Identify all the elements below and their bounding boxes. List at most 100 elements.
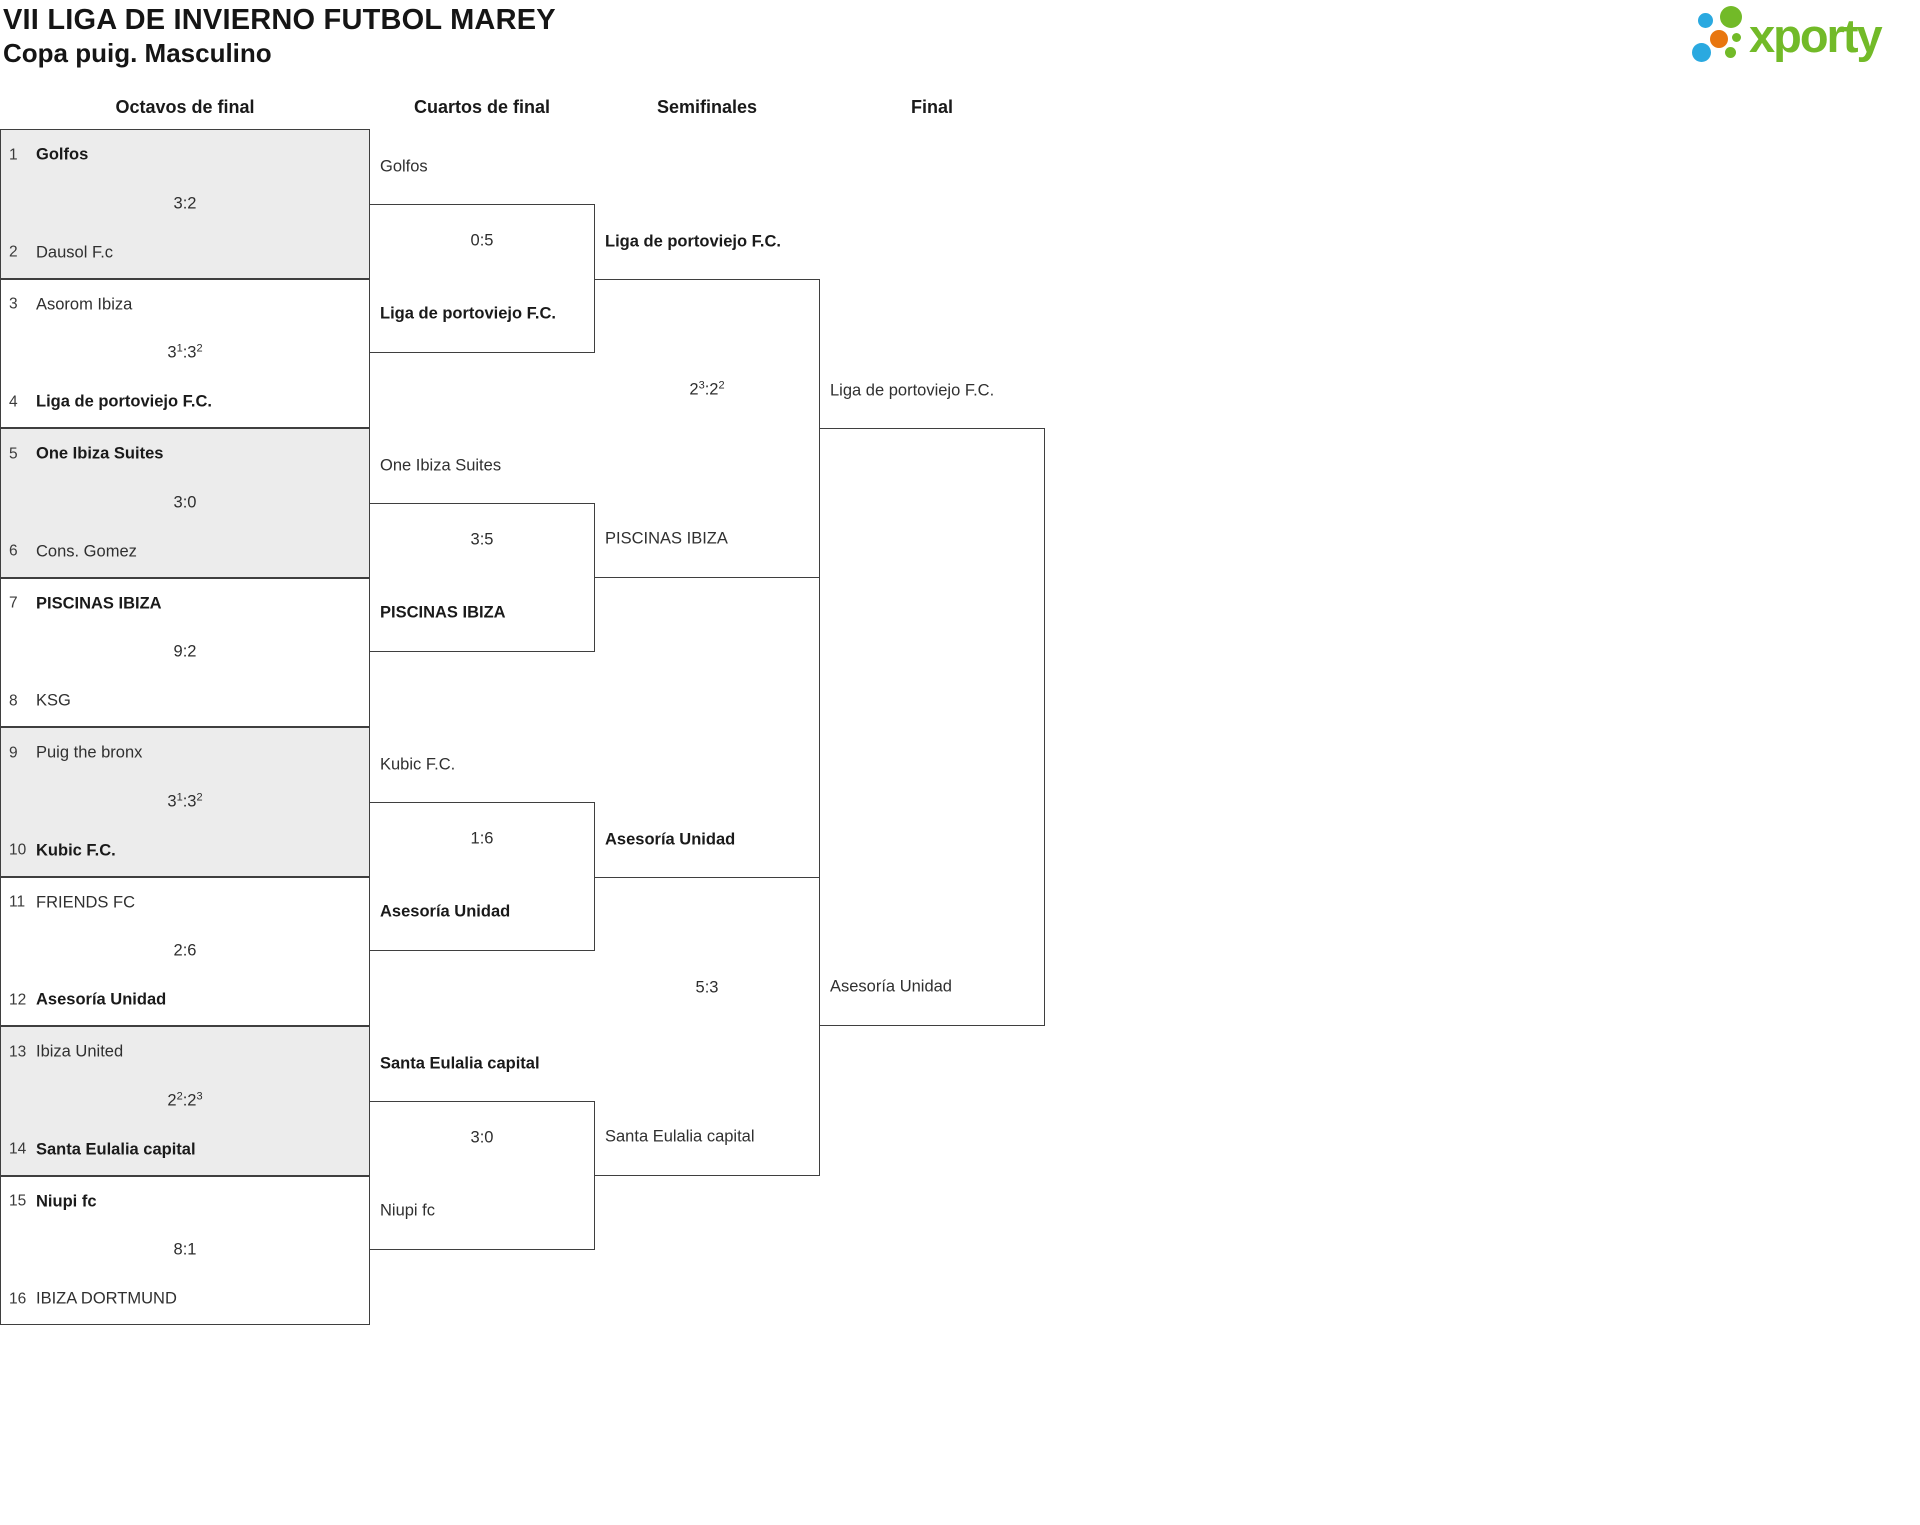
match-score: 2:6	[173, 941, 197, 960]
team-name[interactable]: Niupi fc	[380, 1201, 436, 1220]
logo-wordmark: xporty	[1749, 9, 1883, 62]
team-name[interactable]: Liga de portoviejo F.C.	[36, 392, 213, 411]
match-qf-3: Kubic F.C. 1:6 Asesoría Unidad	[370, 755, 595, 952]
team-seed: 8	[9, 692, 18, 709]
team-row: 6 Cons. Gomez	[1, 542, 137, 561]
team-name[interactable]: PISCINAS IBIZA	[380, 603, 506, 622]
team-name[interactable]: Asesoría Unidad	[36, 990, 167, 1009]
team-seed: 16	[9, 1290, 27, 1307]
team-name[interactable]: Santa Eulalia capital	[36, 1140, 196, 1158]
match-sf-1: Liga de portoviejo F.C. 23:22 PISCINAS I…	[595, 232, 820, 578]
page-subtitle: Copa puig. Masculino	[3, 38, 272, 68]
logo-dot-blue-icon	[1698, 13, 1713, 28]
team-row: 5 One Ibiza Suites	[1, 445, 163, 464]
match-score: 3:0	[173, 493, 197, 512]
match-score: 3:0	[470, 1128, 494, 1146]
round-header-final: Final	[910, 97, 953, 117]
match-score: 5:3	[695, 978, 719, 997]
team-row: 13 Ibiza United	[1, 1043, 123, 1062]
team-name[interactable]: Santa Eulalia capital	[605, 1127, 755, 1145]
xporty-logo[interactable]: xporty	[1692, 6, 1920, 70]
team-row: 8 KSG	[1, 692, 71, 711]
match-r16-4: 7 PISCINAS IBIZA 9:2 8 KSG	[0, 577, 370, 727]
feeder-label: Asesoría Unidad	[605, 830, 735, 849]
match-score: 3:5	[470, 530, 494, 548]
team-name[interactable]: Kubic F.C.	[380, 755, 456, 774]
team-name[interactable]: Asesoría Unidad	[830, 977, 952, 996]
match-r16-7: 13 Ibiza United 22:23 14 Santa Eulalia c…	[0, 1026, 370, 1176]
feeder-label: Niupi fc	[380, 1202, 435, 1221]
team-seed: 3	[9, 295, 18, 313]
team-name[interactable]: Puig the bronx	[36, 743, 143, 762]
round-header-octavos: Octavos de final	[115, 97, 255, 117]
match-r16-1: 1 Golfos 3:2 2 Dausol F.c	[0, 129, 370, 279]
feeder-label: PISCINAS IBIZA	[380, 604, 506, 623]
match-qf-1: Golfos 0:5 Liga de portoviejo F.C.	[370, 157, 595, 354]
match-score: 31:32	[167, 342, 203, 362]
feeder-label: One Ibiza Suites	[380, 456, 501, 475]
team-name[interactable]: KSG	[36, 691, 71, 710]
team-row: 15 Niupi fc	[1, 1192, 97, 1211]
team-row: 2 Dausol F.c	[1, 243, 113, 262]
team-row: 11 FRIENDS FC	[1, 893, 135, 912]
match-score: 23:22	[689, 379, 725, 399]
match-qf-2: One Ibiza Suites 3:5 PISCINAS IBIZA	[370, 456, 595, 653]
match-score: 1:6	[470, 829, 494, 847]
team-name[interactable]: Cons. Gomez	[36, 542, 137, 560]
feeder-label: Asesoría Unidad	[380, 903, 510, 922]
match-r16-2: 3 Asorom Ibiza 31:32 4 Liga de portoviej…	[0, 278, 370, 428]
team-name[interactable]: IBIZA DORTMUND	[36, 1289, 177, 1308]
team-name[interactable]: Ibiza United	[36, 1042, 124, 1061]
team-name[interactable]: Asesoría Unidad	[380, 902, 511, 921]
team-name[interactable]: Kubic F.C.	[36, 841, 116, 859]
feeder-label: Liga de portoviejo F.C.	[380, 305, 556, 324]
team-seed: 5	[9, 445, 18, 462]
match-score: 22:23	[167, 1090, 203, 1110]
team-name[interactable]: FRIENDS FC	[36, 893, 135, 911]
feeder-label: Liga de portoviejo F.C.	[830, 382, 994, 401]
match-r16-5: 9 Puig the bronx 31:32 10 Kubic F.C.	[0, 727, 370, 877]
team-name[interactable]: Golfos	[380, 157, 428, 176]
team-name[interactable]: PISCINAS IBIZA	[605, 529, 728, 547]
match-r16-8: 15 Niupi fc 8:1 16 IBIZA DORTMUND	[0, 1175, 370, 1325]
feeder-label: Liga de portoviejo F.C.	[605, 232, 781, 251]
team-name[interactable]: Asesoría Unidad	[605, 830, 736, 848]
team-seed: 1	[9, 146, 18, 163]
match-score: 3:2	[173, 194, 197, 213]
logo-dot-blue-icon	[1692, 43, 1711, 62]
match-final: Liga de portoviejo F.C. Asesoría Unidad	[819, 382, 1045, 1026]
team-name[interactable]: Santa Eulalia capital	[380, 1054, 540, 1073]
feeder-label: Santa Eulalia capital	[605, 1127, 755, 1146]
logo-dot-green-icon	[1725, 47, 1736, 58]
team-name[interactable]: PISCINAS IBIZA	[36, 594, 162, 612]
team-seed: 14	[9, 1140, 27, 1158]
feeder-label: Golfos	[380, 157, 428, 176]
team-row: 12 Asesoría Unidad	[1, 991, 166, 1010]
match-r16-3: 5 One Ibiza Suites 3:0 6 Cons. Gomez	[0, 428, 370, 578]
team-seed: 12	[9, 991, 27, 1008]
team-name[interactable]: Niupi fc	[36, 1192, 97, 1210]
team-row: 14 Santa Eulalia capital	[1, 1140, 196, 1159]
team-seed: 2	[9, 243, 18, 261]
match-sf-2: Asesoría Unidad 5:3 Santa Eulalia capita…	[595, 830, 820, 1176]
round-header-semifinales: Semifinales	[656, 97, 758, 117]
team-row: 16 IBIZA DORTMUND	[1, 1290, 177, 1309]
team-name[interactable]: Asorom Ibiza	[36, 295, 133, 313]
team-row: 1 Golfos	[1, 146, 88, 165]
match-score: 0:5	[470, 231, 494, 249]
feeder-label: Kubic F.C.	[380, 755, 455, 774]
team-name[interactable]: Liga de portoviejo F.C.	[605, 232, 782, 250]
team-seed: 7	[9, 594, 18, 612]
team-row: 9 Puig the bronx	[1, 744, 142, 763]
team-name[interactable]: Liga de portoviejo F.C.	[380, 304, 557, 323]
team-name[interactable]: Liga de portoviejo F.C.	[830, 381, 995, 400]
team-name[interactable]: One Ibiza Suites	[36, 444, 164, 463]
match-r16-6: 11 FRIENDS FC 2:6 12 Asesoría Unidad	[0, 876, 370, 1026]
match-score: 8:1	[173, 1240, 197, 1259]
team-name[interactable]: Golfos	[36, 145, 89, 164]
team-name[interactable]: Dausol F.c	[36, 243, 114, 261]
feeder-label: Asesoría Unidad	[830, 978, 952, 997]
team-seed: 9	[9, 744, 18, 761]
team-name[interactable]: One Ibiza Suites	[380, 456, 502, 475]
